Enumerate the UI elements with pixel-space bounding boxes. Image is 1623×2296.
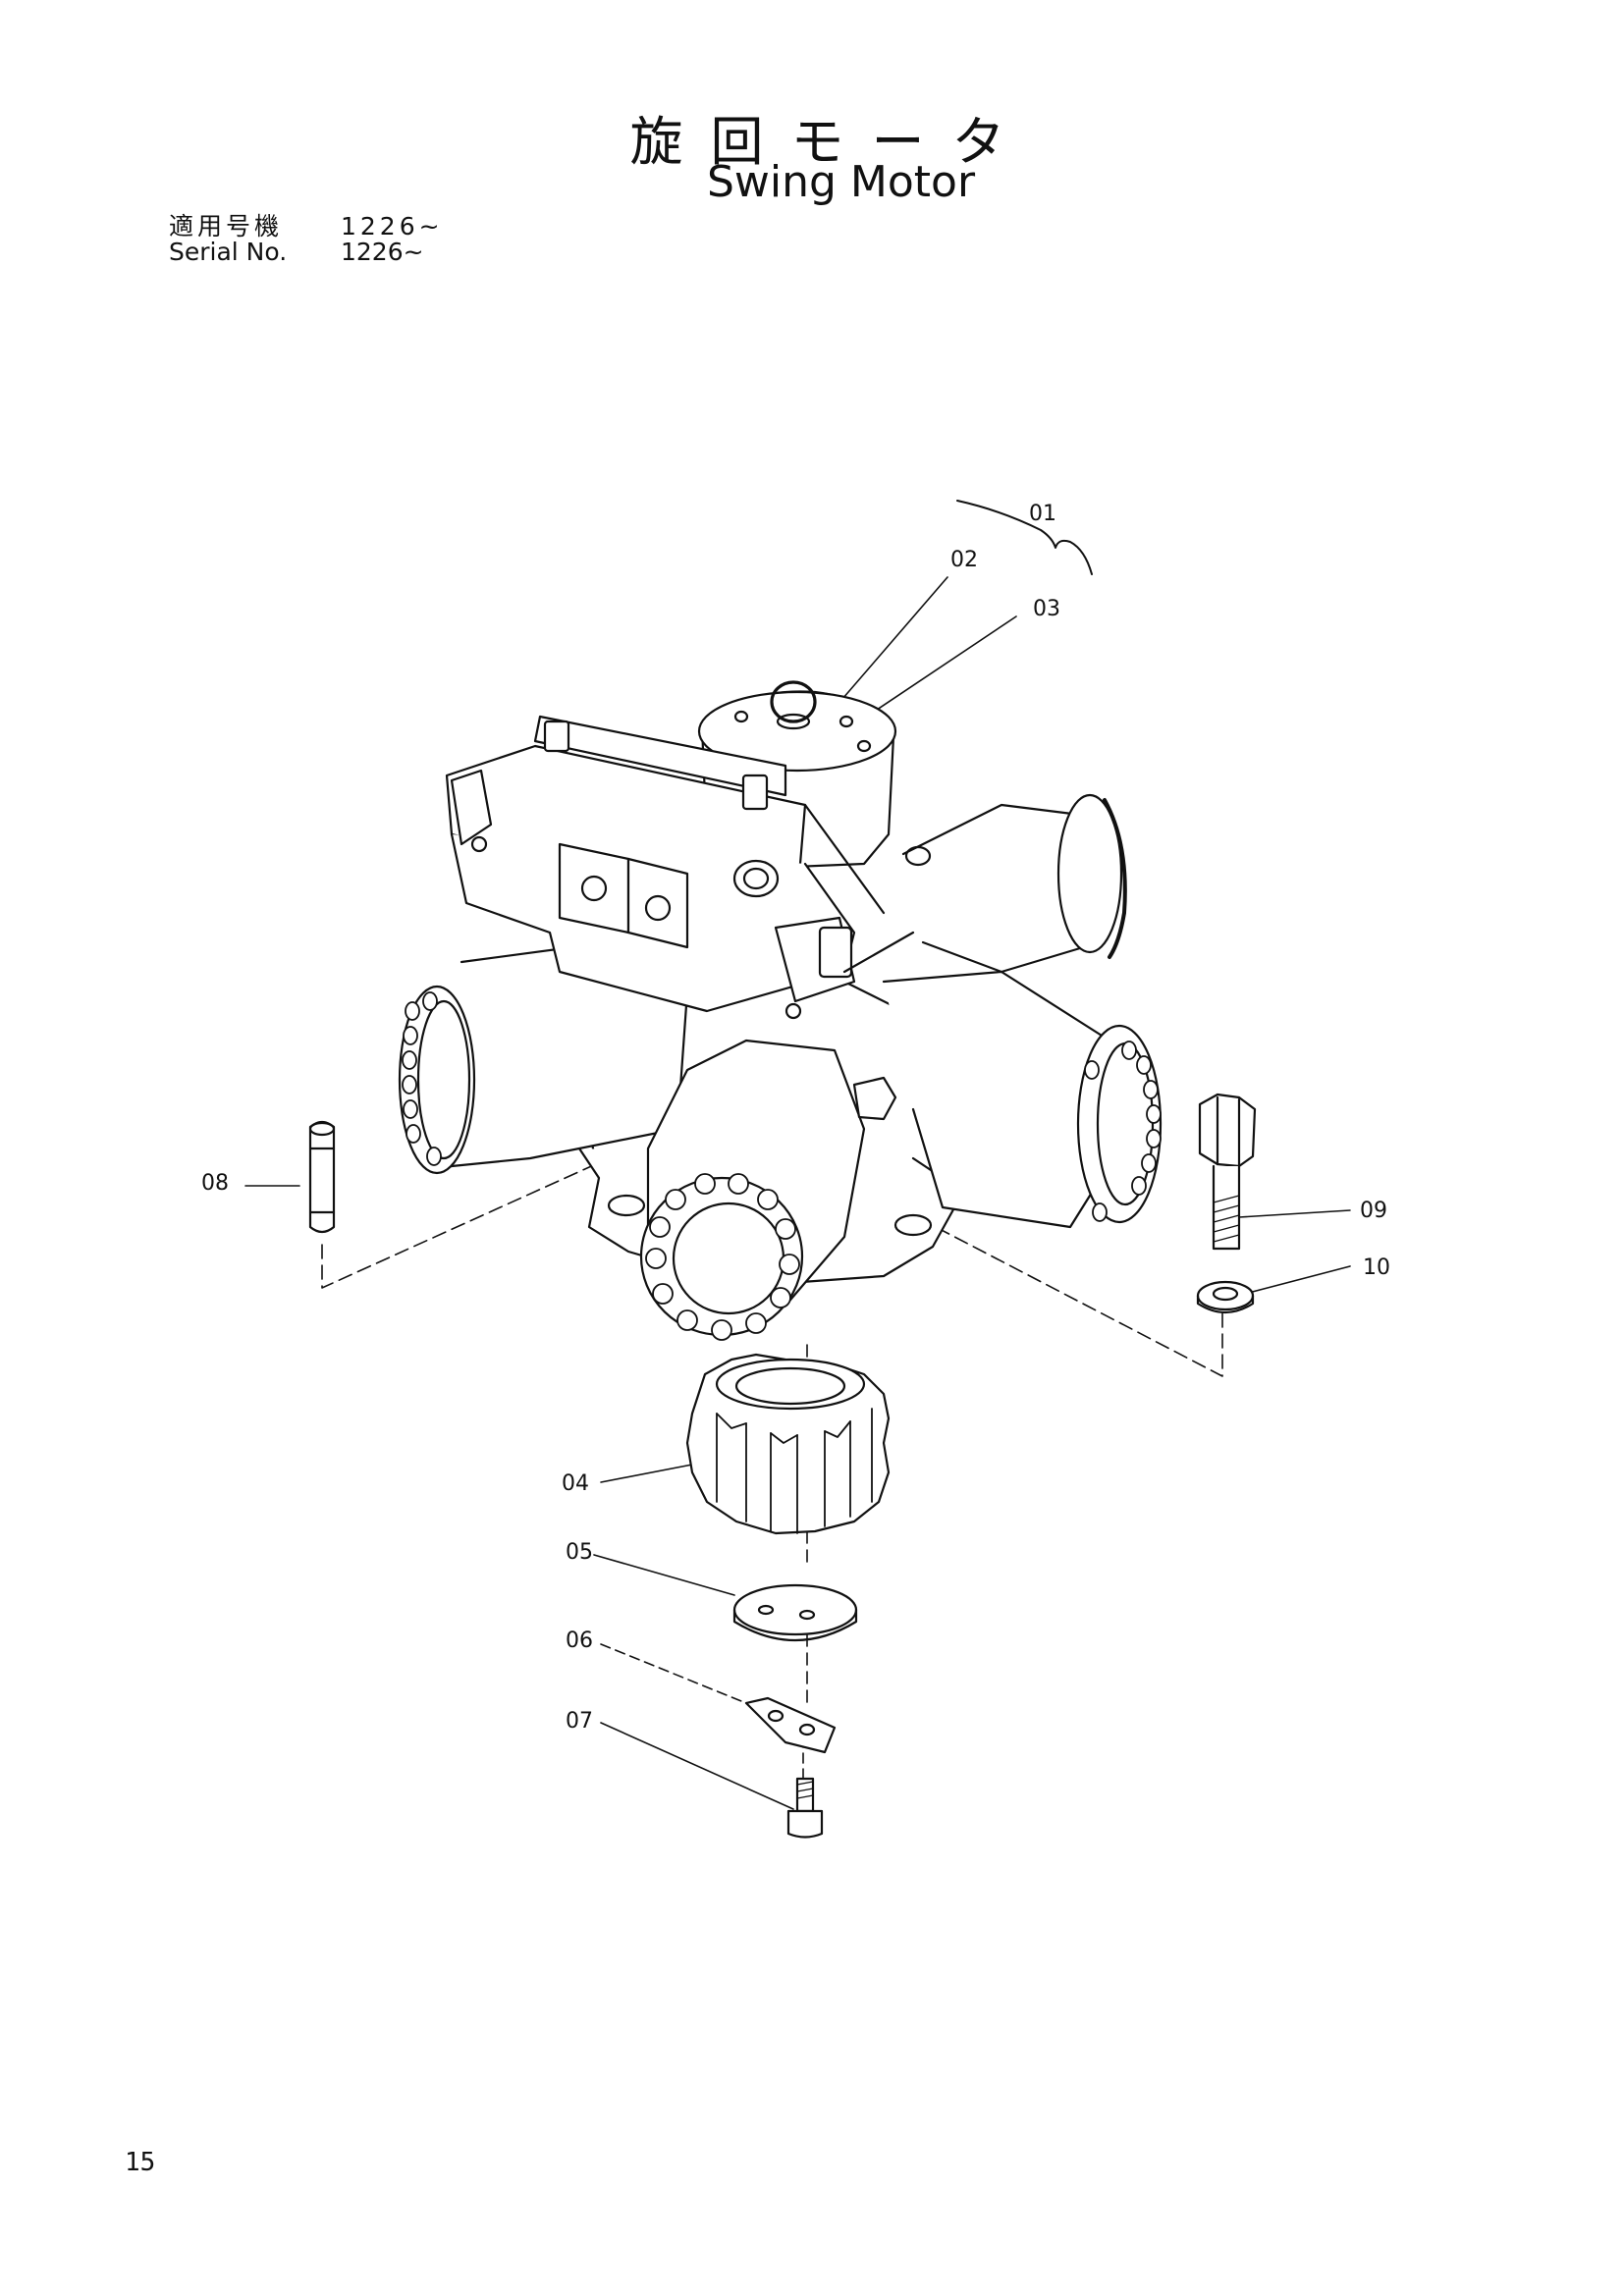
callout-03: 03: [1033, 597, 1060, 621]
dash-08: [321, 1157, 610, 1289]
leader-09: [1238, 1209, 1351, 1218]
back-right-cylinder-cap: [1056, 793, 1123, 954]
left-cap-bolts: [402, 991, 442, 1166]
callout-05: 05: [566, 1540, 593, 1565]
callout-08: 08: [201, 1171, 229, 1196]
serial-row-english: Serial No. 1226~: [169, 240, 424, 265]
part-08-pin: [308, 1120, 336, 1234]
serial-label-japanese: 適用号機: [169, 212, 284, 240]
part-07-screw: [786, 1777, 824, 1839]
part-09-bolt: [1198, 1093, 1257, 1251]
callout-07: 07: [566, 1709, 593, 1734]
callout-04: 04: [562, 1471, 589, 1496]
part-10-washer: [1196, 1280, 1255, 1314]
dash-09-10: [912, 1214, 1223, 1377]
serial-row-japanese: 適用号機 1226~: [169, 214, 444, 240]
leader-02: [841, 576, 948, 700]
leader-10: [1244, 1265, 1351, 1295]
motor-body: [398, 680, 1163, 1341]
right-cap-bolts: [1084, 1041, 1162, 1222]
leader-07: [600, 1722, 794, 1810]
top-dome: [697, 690, 897, 773]
callout-09: 09: [1360, 1199, 1387, 1223]
gear-top-face: [715, 1358, 866, 1411]
callout-01: 01: [1029, 502, 1056, 526]
part-06-lock-plate: [744, 1696, 837, 1754]
valve-block: [445, 715, 915, 1020]
serial-value-japanese: 1226~: [341, 212, 444, 240]
leader-04: [600, 1464, 693, 1483]
part-05-plate: [732, 1583, 858, 1642]
page-title-japanese: 旋回モータ: [629, 111, 1033, 173]
bracket-01: [956, 500, 1093, 575]
part-04-pinion-gear: [685, 1353, 891, 1535]
serial-label-english: Serial No.: [169, 238, 288, 266]
callout-10: 10: [1363, 1255, 1390, 1280]
callouts: 01 02 03 04 05 06 07 08 09 10: [201, 502, 1390, 1734]
leader-05: [593, 1554, 735, 1596]
eye-bolt: [770, 680, 817, 723]
callout-06: 06: [566, 1629, 593, 1653]
page-number: 15: [125, 2148, 156, 2177]
leader-06: [600, 1643, 747, 1704]
right-cylinder-cap: [1076, 1024, 1163, 1224]
callout-02: 02: [950, 548, 978, 572]
front-cap-bolts: [645, 1173, 800, 1341]
serial-value-english: 1226~: [341, 238, 424, 266]
page-title-english: Swing Motor: [706, 157, 976, 207]
